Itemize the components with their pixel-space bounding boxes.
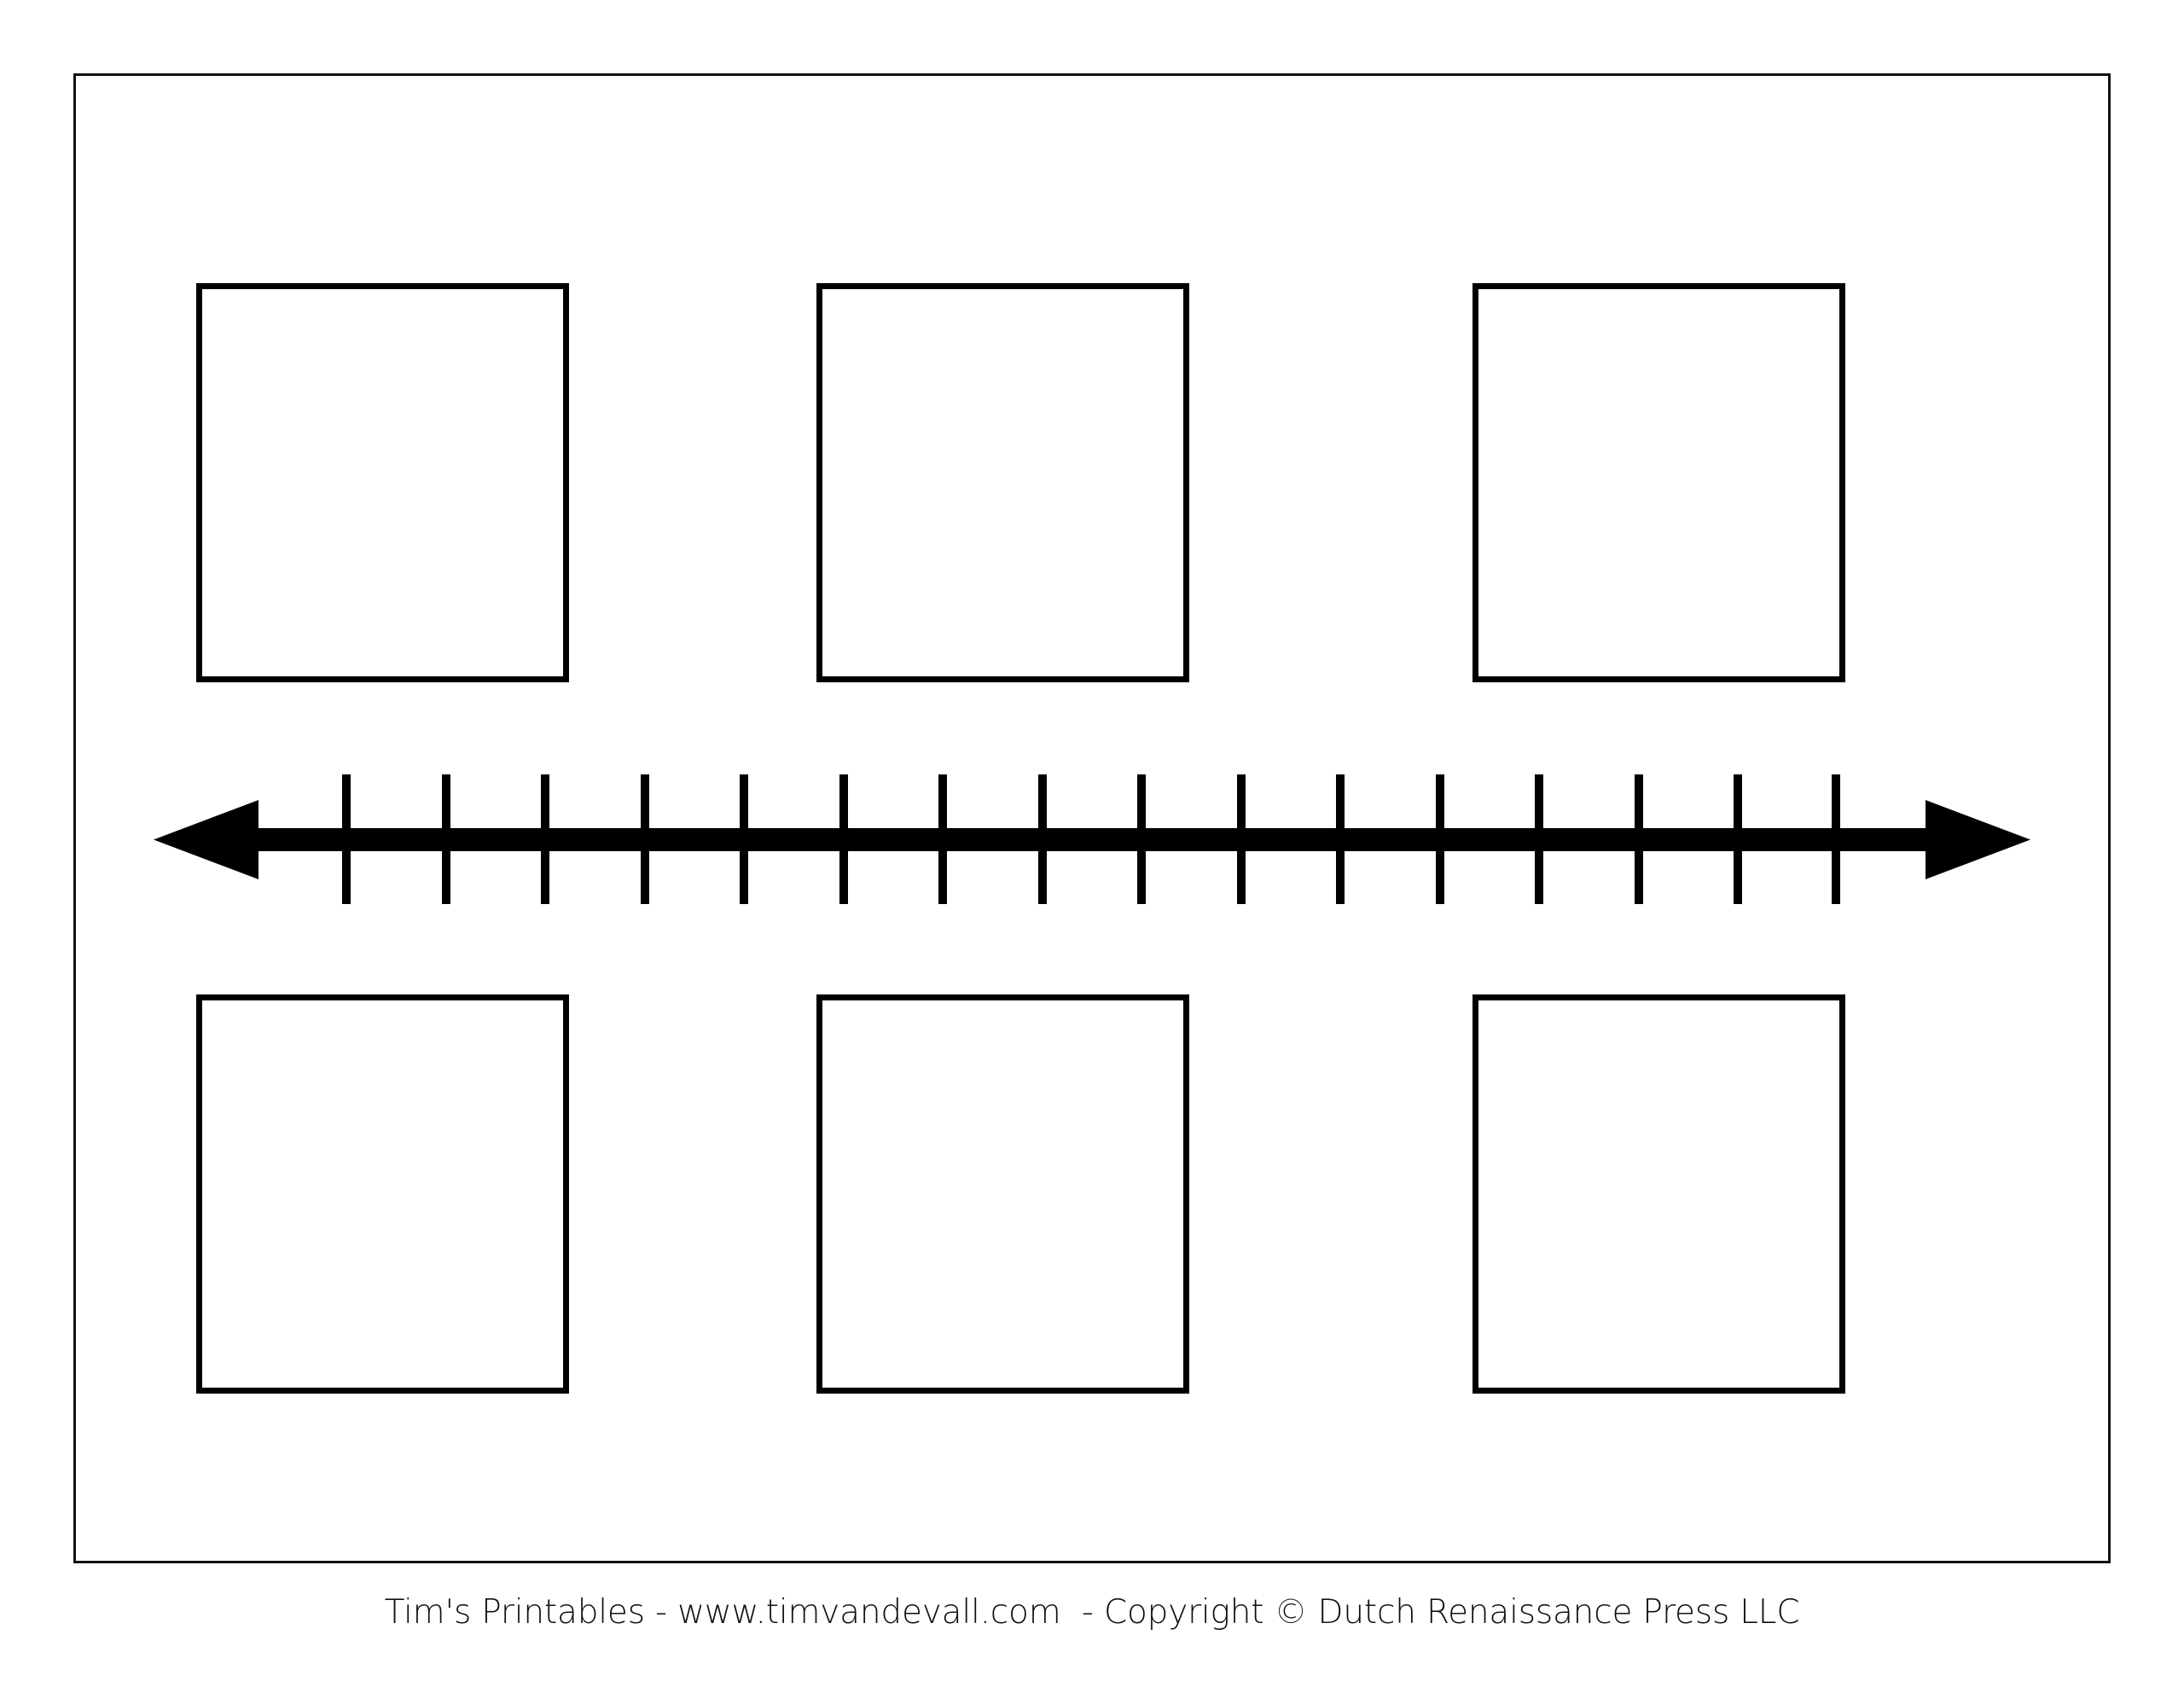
number-line-tick — [1237, 774, 1246, 904]
bottom-box-2[interactable] — [816, 994, 1189, 1394]
top-row-blank-boxes — [0, 283, 2184, 682]
number-line-tick — [1038, 774, 1047, 904]
top-box-3[interactable] — [1472, 283, 1845, 682]
number-line-tick — [1436, 774, 1444, 904]
number-line-tick — [641, 774, 649, 904]
number-line-tick — [1734, 774, 1742, 904]
bottom-row-blank-boxes — [0, 994, 2184, 1394]
bottom-box-1[interactable] — [196, 994, 569, 1394]
number-line-tick — [541, 774, 549, 904]
printable-page-border — [73, 73, 2111, 1563]
number-line-tick — [938, 774, 947, 904]
number-line-ticks — [342, 774, 1840, 904]
number-line-axis-arrow — [154, 800, 2030, 879]
top-box-1[interactable] — [196, 283, 569, 682]
bottom-box-3[interactable] — [1472, 994, 1845, 1394]
number-line-tick — [1336, 774, 1345, 904]
number-line-tick — [839, 774, 848, 904]
top-box-2[interactable] — [816, 283, 1189, 682]
number-line-tick — [1535, 774, 1543, 904]
number-line-tick — [442, 774, 450, 904]
number-line-tick — [1137, 774, 1146, 904]
number-line-tick — [1635, 774, 1643, 904]
number-line-graphic — [154, 774, 2030, 904]
blank-number-line[interactable] — [0, 759, 2184, 930]
number-line-tick — [740, 774, 748, 904]
number-line-tick — [342, 774, 351, 904]
number-line-tick — [1832, 774, 1840, 904]
footer-credit-line: Tim's Printables - www.timvandevall.com … — [384, 1593, 1800, 1632]
